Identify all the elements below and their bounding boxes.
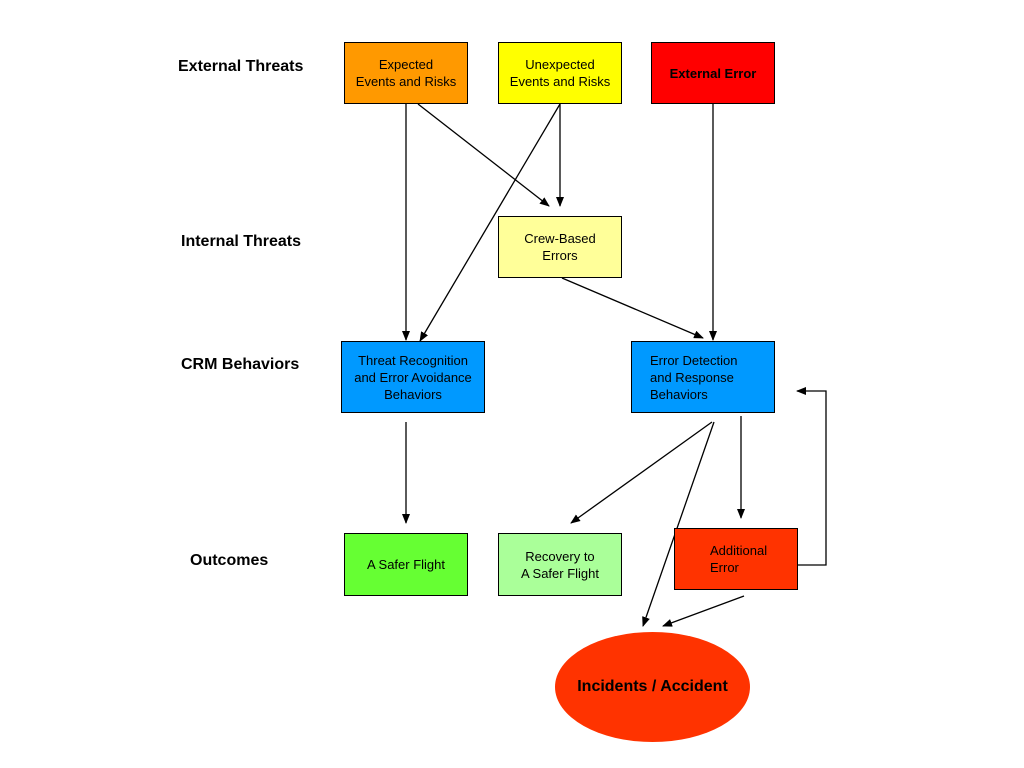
node-expected-label: Expected Events and Risks: [355, 57, 457, 89]
node-threat-recognition-label: Threat Recognition and Error Avoidance B…: [354, 352, 472, 402]
node-unexpected-label: Unexpected Events and Risks: [509, 57, 611, 89]
node-unexpected-events-and-risks: Unexpected Events and Risks: [498, 42, 622, 104]
arrow-error-detection-to-incidents: [642, 421, 715, 627]
row-label-crm-behaviors: CRM Behaviors: [181, 356, 300, 373]
node-safer-flight-label: A Safer Flight: [366, 557, 446, 572]
node-incidents-label: Incidents / Accident: [577, 678, 728, 695]
row-label-internal-threats: Internal Threats: [181, 233, 302, 250]
node-external-error: External Error: [651, 42, 775, 104]
row-label-outcomes: Outcomes: [190, 552, 269, 569]
arrow-crew-errors-to-error-detection: [561, 277, 704, 339]
node-expected-events-and-risks: Expected Events and Risks: [344, 42, 468, 104]
node-incidents-accident: Incidents / Accident: [555, 632, 750, 742]
node-additional-error: Additional Error: [674, 528, 798, 590]
node-recovery-label: Recovery to A Safer Flight: [520, 548, 600, 581]
node-crew-errors-label: Crew-Based Errors: [524, 231, 596, 263]
arrow-additional-error-to-incidents: [662, 595, 745, 627]
node-recovery: Recovery to A Safer Flight: [498, 533, 622, 596]
node-error-detection-label: Error Detection and Response Behaviors: [650, 352, 738, 402]
node-crew-based-errors: Crew-Based Errors: [498, 216, 622, 278]
arrow-expected-to-crew-errors: [417, 103, 550, 207]
node-threat-recognition: Threat Recognition and Error Avoidance B…: [341, 341, 485, 413]
node-a-safer-flight: A Safer Flight: [344, 533, 468, 596]
node-additional-error-label: Additional Error: [710, 543, 768, 575]
row-label-external-threats: External Threats: [178, 58, 304, 75]
arrow-error-detection-to-recovery: [570, 421, 713, 524]
node-external-error-label: External Error: [669, 65, 757, 81]
node-error-detection: Error Detection and Response Behaviors: [631, 341, 775, 413]
arrow-additional-error-feedback-loop: [796, 387, 827, 566]
arrow-unexpected-to-threat-recognition: [419, 103, 561, 342]
